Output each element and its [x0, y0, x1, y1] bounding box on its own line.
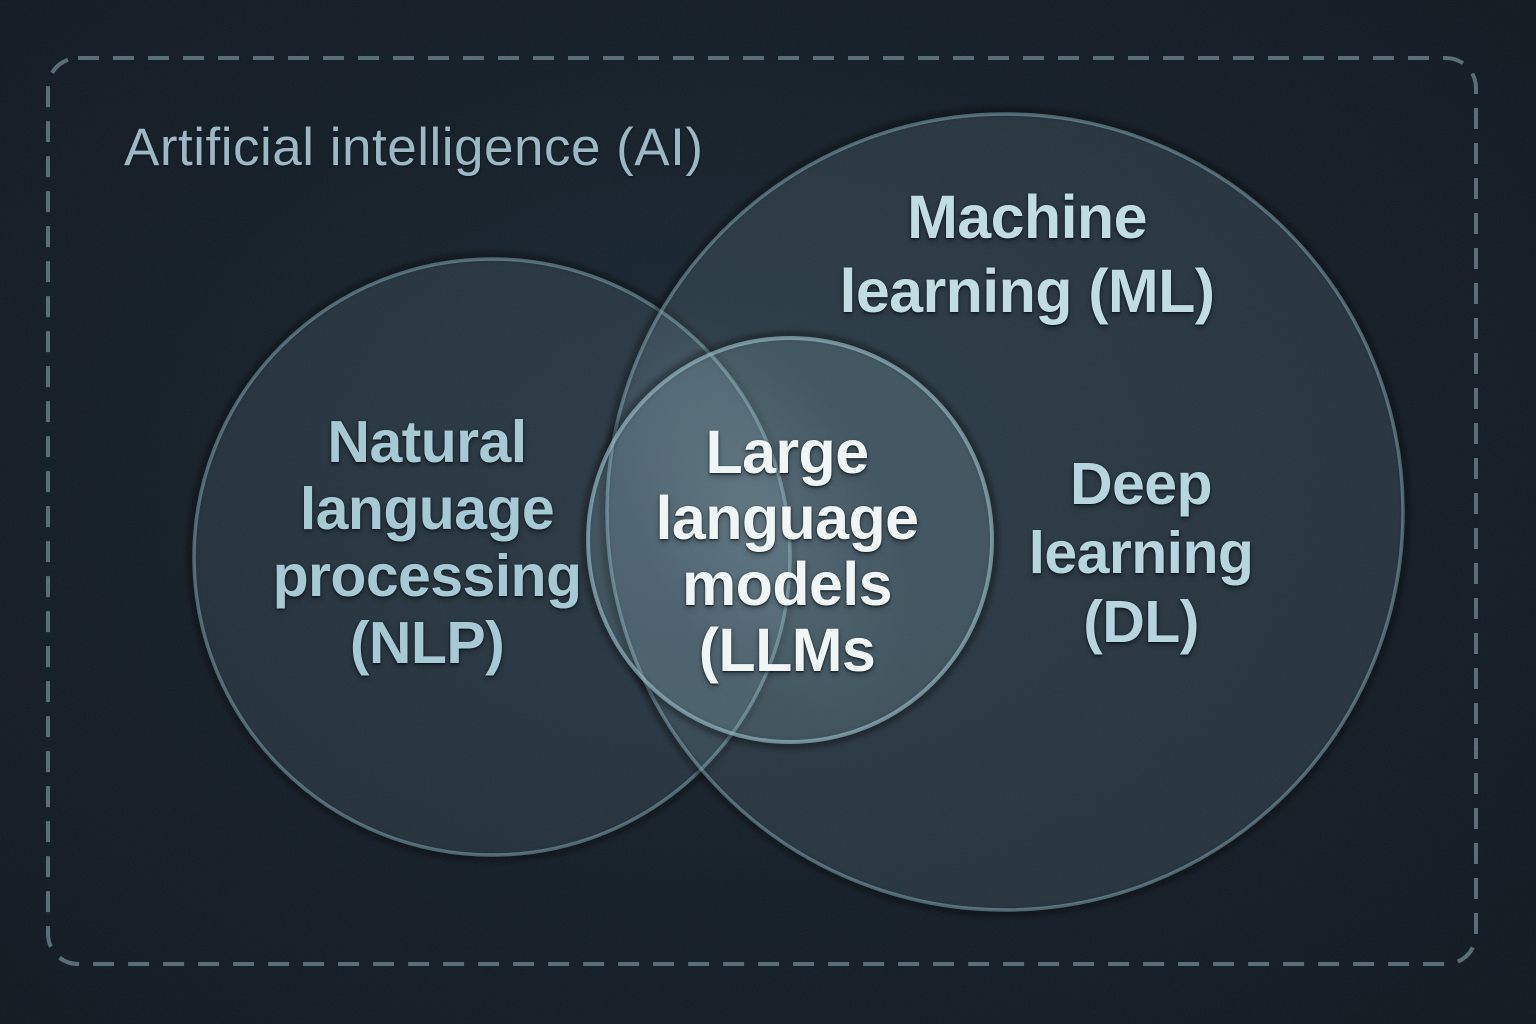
label-line: Machine [907, 183, 1147, 251]
dl-label: Deep learning (DL) [1029, 450, 1254, 657]
label-line: (NLP) [349, 610, 505, 676]
label-line: processing [272, 543, 582, 609]
label-line: learning (ML) [839, 257, 1216, 325]
llm-label: Large language models (LLMs [655, 418, 920, 684]
label-line: (DL) [1083, 589, 1199, 655]
ai-label: Artificial intelligence (AI) [124, 118, 704, 177]
label-line: models [682, 550, 893, 618]
label-line: (LLMs [698, 616, 876, 684]
label-line: Large [705, 418, 869, 486]
ml-label: Machine learning (ML) [839, 180, 1216, 328]
label-line: learning [1028, 520, 1254, 586]
label-line: language [299, 476, 555, 542]
label-line: language [655, 484, 920, 552]
label-line: Deep [1070, 451, 1213, 517]
label-line: Natural [327, 409, 527, 475]
nlp-label: Natural language processing (NLP) [273, 409, 582, 677]
